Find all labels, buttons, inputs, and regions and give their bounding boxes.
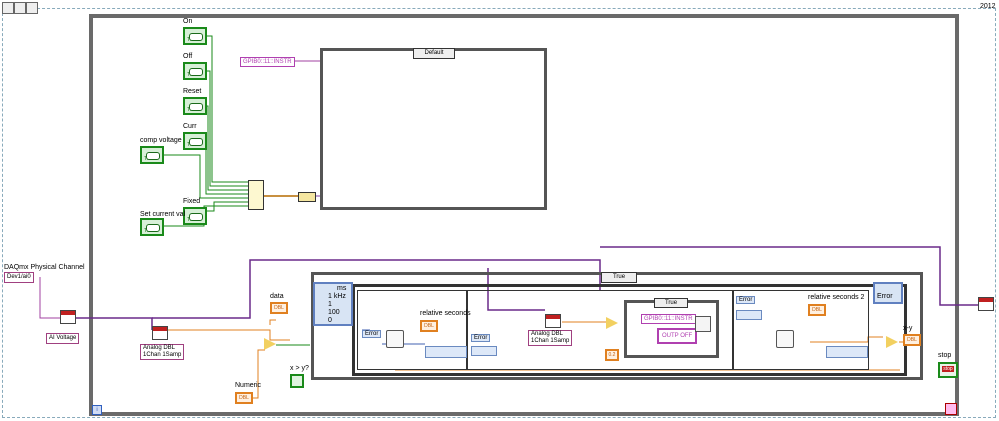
comp-voltage-label: comp voltage	[140, 137, 182, 144]
curr-label: Curr	[183, 123, 197, 130]
data-label: data	[270, 293, 284, 300]
relative-seconds-2-label: relative seconds 2	[808, 294, 865, 301]
bool-to-number-node	[298, 192, 316, 202]
set-current-button[interactable]: TF	[140, 218, 164, 236]
gpib-constant-top[interactable]: GPIB0::11::INSTR	[240, 57, 295, 67]
timed-loop-output-node	[873, 282, 903, 304]
greater-than-node-2	[606, 317, 618, 329]
timing-val-2: 100	[328, 309, 340, 316]
run-arrow-icon[interactable]	[2, 2, 14, 14]
greater-than-node	[264, 338, 276, 350]
ms-label: ms	[337, 285, 347, 292]
x-greater-y-indicator	[290, 374, 304, 388]
sequence-frame-1	[357, 290, 467, 370]
timed-loop-input-node	[313, 282, 353, 326]
error-indicator-2	[471, 346, 497, 356]
curr-button[interactable]: TF	[183, 132, 207, 150]
daq-channel-label: DAQmx Physical Channel	[4, 264, 85, 271]
numeric-const-02[interactable]: 0.2	[605, 349, 619, 361]
sequence-frame-2	[467, 290, 733, 370]
on-button[interactable]: TF	[183, 27, 207, 45]
loop-iteration-terminal: i	[92, 405, 102, 415]
daqmx-read-node-1	[152, 326, 168, 340]
stop-button-text: stop	[942, 366, 954, 372]
data-indicator: DBL	[270, 302, 288, 314]
x-greater-y-label: x > y?	[290, 365, 309, 372]
set-current-label: Set current val	[140, 211, 186, 218]
case-selector-true-inner[interactable]: True	[654, 298, 688, 308]
error-cluster-2: Error	[471, 334, 491, 342]
comp-voltage-button[interactable]: TF	[140, 146, 164, 164]
relative-seconds-label: relative seconds	[420, 310, 471, 317]
sequence-frame-3	[733, 290, 869, 370]
relative-seconds-2-indicator: DBL	[808, 304, 826, 316]
case-selector-true-outer[interactable]: True	[601, 272, 637, 283]
x-minus-y-indicator: DBL	[903, 334, 921, 346]
timed-loop	[352, 284, 907, 376]
reset-label: Reset	[183, 88, 202, 95]
subtract-node	[886, 336, 898, 348]
daqmx-clear-node	[978, 297, 994, 311]
daq-channel-control[interactable]: Dev1/ai0	[4, 272, 34, 283]
relative-seconds-indicator: DBL	[420, 320, 438, 332]
timing-val-0: 1 kHz	[328, 293, 346, 300]
broken-arrow-icon[interactable]	[14, 2, 26, 14]
case-structure-default	[320, 48, 547, 210]
tick-count-icon-1	[386, 330, 404, 348]
daqmx-read-node-2	[545, 314, 561, 328]
ai-voltage-selector[interactable]: AI Voltage	[46, 333, 80, 344]
numeric-control[interactable]: DBL	[235, 392, 253, 404]
loop-condition-terminal[interactable]	[945, 403, 957, 415]
stop-label: stop	[938, 352, 952, 359]
off-button[interactable]: TF	[183, 62, 207, 80]
error-indicator-1	[425, 346, 467, 358]
outp-off-constant[interactable]: OUTP OFF	[657, 328, 698, 344]
build-array-node	[248, 180, 264, 210]
abort-icon[interactable]	[26, 2, 38, 14]
analog-dbl-selector-1[interactable]: Analog DBL 1Chan 1Samp	[140, 344, 185, 360]
daqmx-create-channel-node	[60, 310, 76, 324]
version-label: 2012	[980, 3, 996, 10]
timing-val-1: 1	[328, 301, 332, 308]
error-cluster-1: Error	[362, 330, 382, 338]
error-cluster-3: Error	[736, 296, 756, 304]
main-while-loop	[89, 14, 959, 416]
off-label: Off	[183, 53, 193, 60]
visa-write-icon	[695, 316, 711, 332]
case-selector-default[interactable]: Default	[413, 48, 455, 59]
numeric-label: Numeric	[235, 382, 262, 389]
error-indicator-3	[736, 310, 762, 320]
timing-val-3: 0	[328, 317, 332, 324]
on-label: On	[183, 18, 193, 25]
gpib-constant-inner[interactable]: GPIB0::11::INSTR	[641, 314, 696, 324]
error-indicator-4	[826, 346, 868, 358]
x-minus-y-label: x-y	[903, 325, 913, 332]
diagram-outer-border	[2, 8, 996, 418]
reset-button[interactable]: TF	[183, 97, 207, 115]
error-out-label: Error	[877, 293, 893, 300]
tick-count-icon-2	[776, 330, 794, 348]
fixed-label: Fixed	[183, 198, 201, 205]
stop-button[interactable]: stop	[938, 362, 958, 378]
analog-dbl-selector-2[interactable]: Analog DBL 1Chan 1Samp	[528, 330, 573, 346]
fixed-button[interactable]: TF	[183, 207, 207, 225]
